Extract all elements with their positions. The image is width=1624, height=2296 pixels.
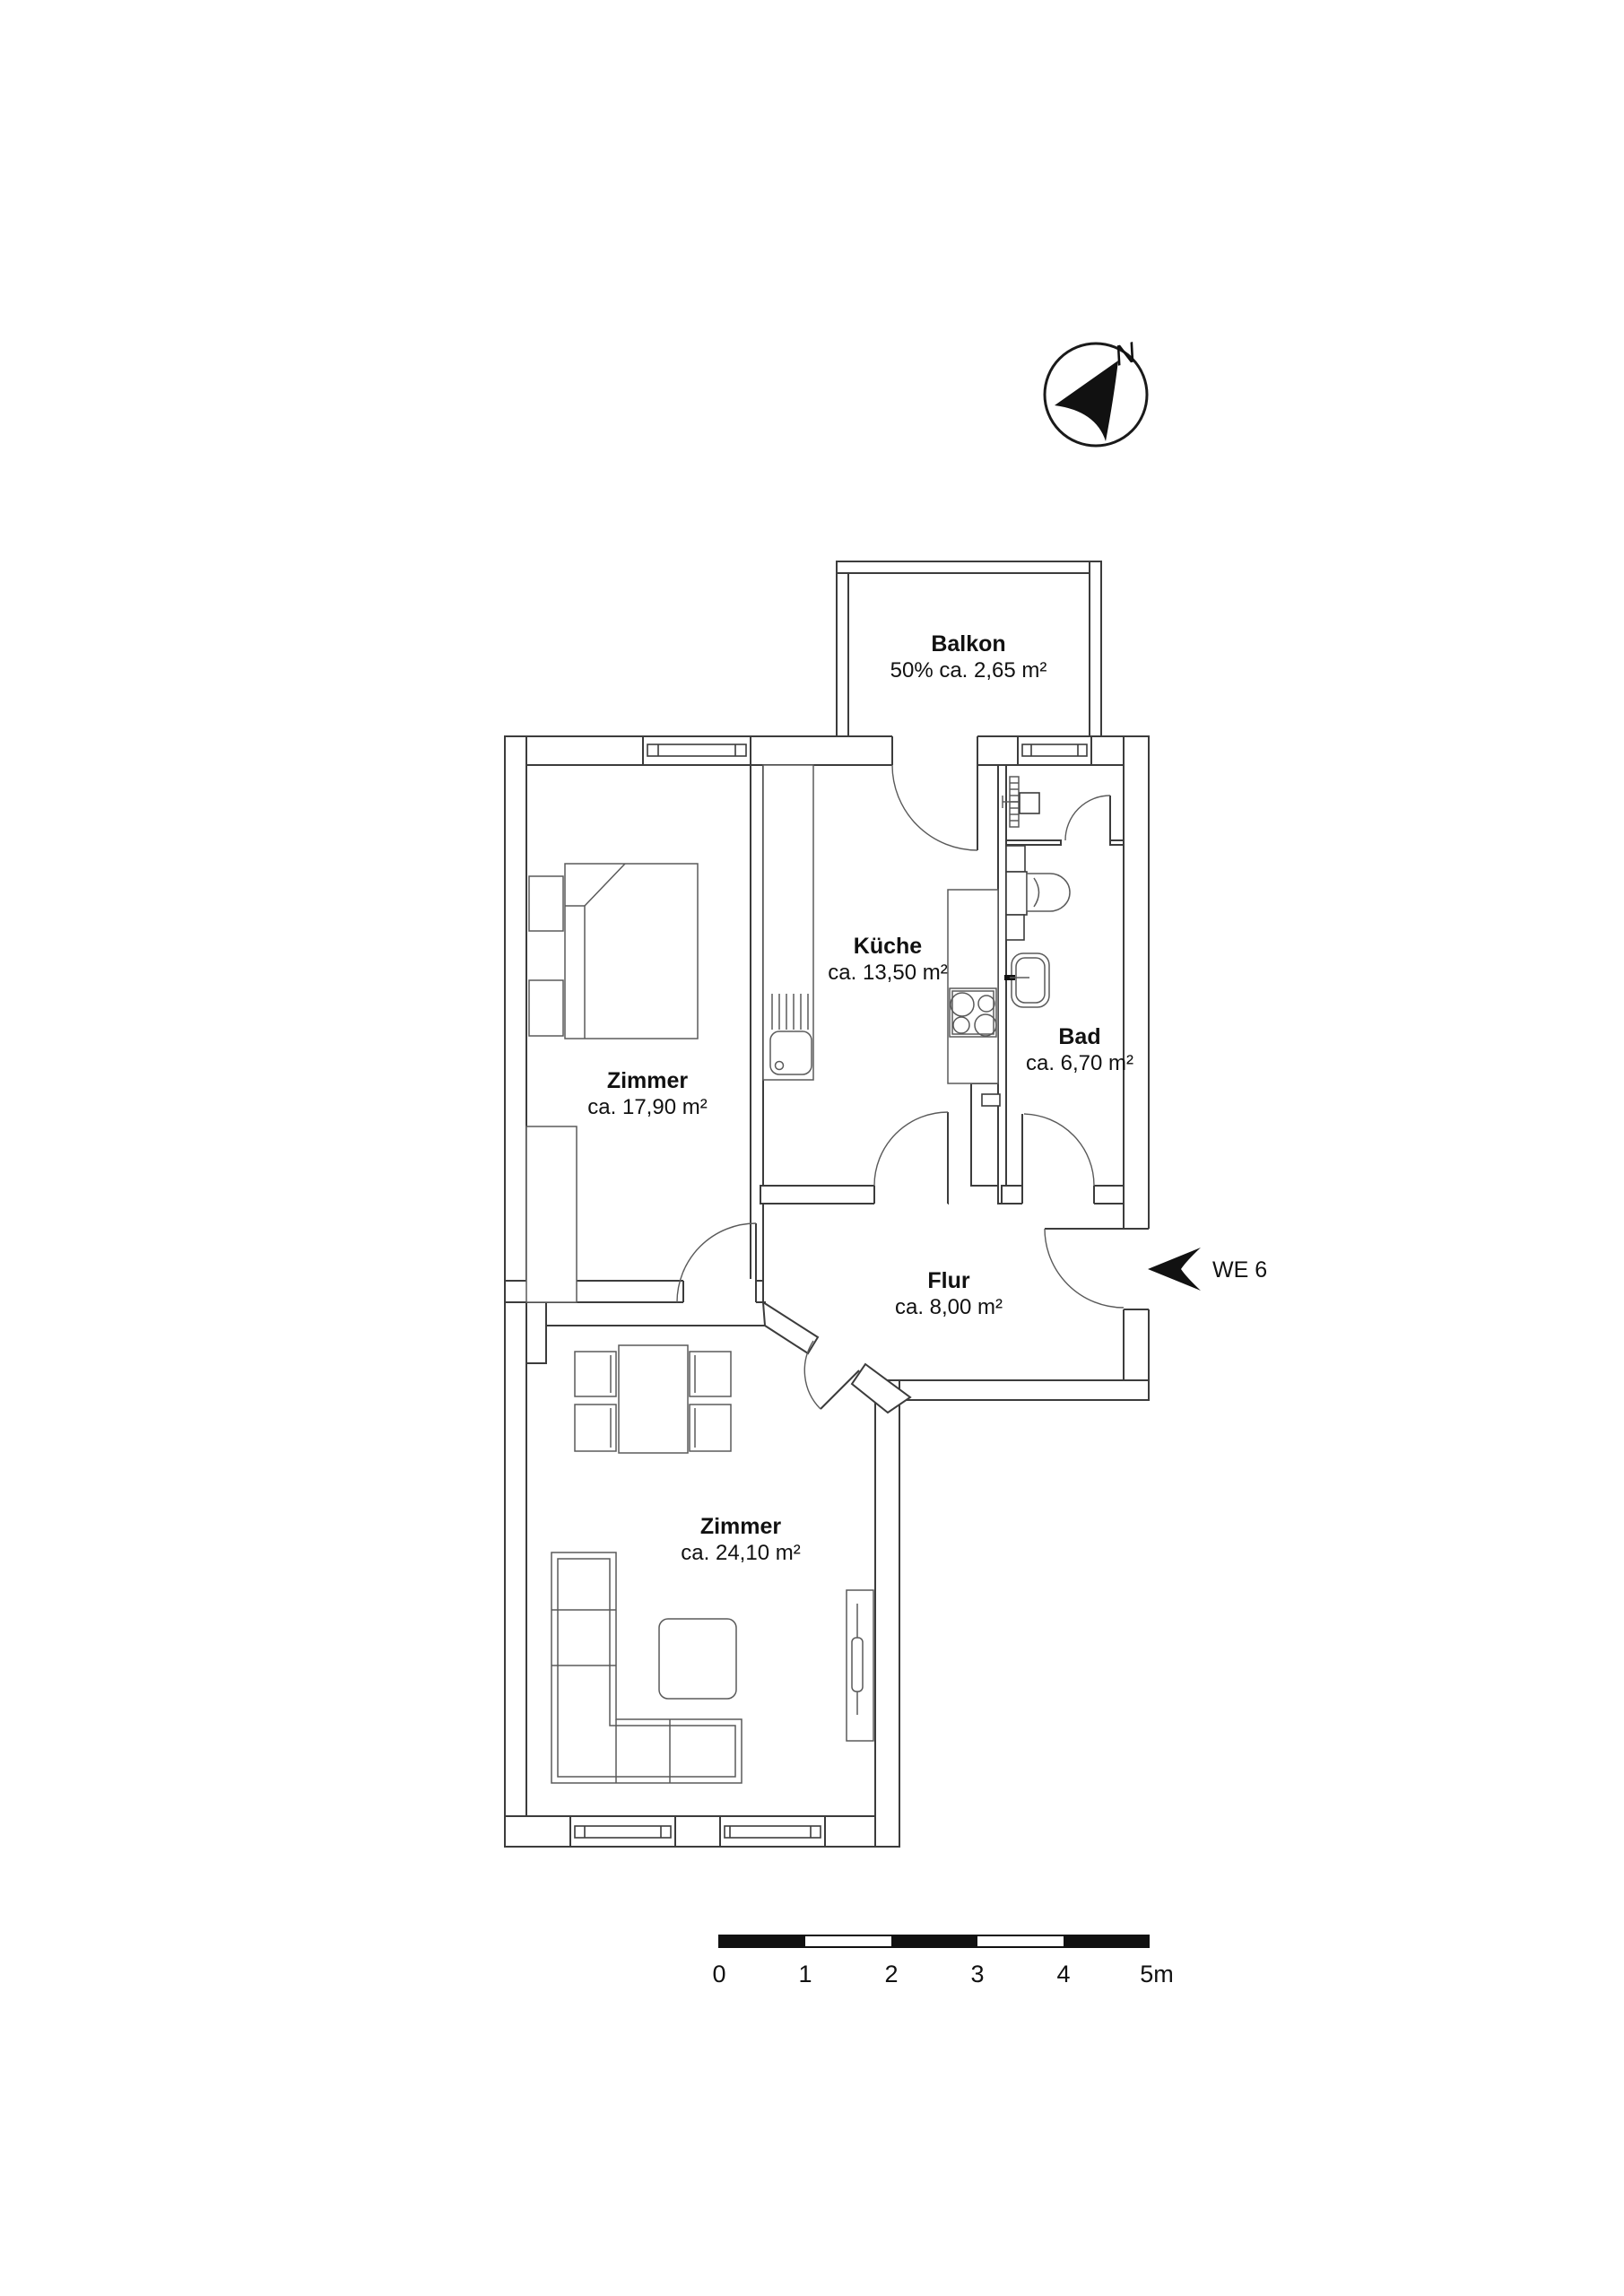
zimmer2-area: ca. 24,10 m² [681, 1541, 800, 1565]
zimmer1-area: ca. 17,90 m² [587, 1095, 707, 1119]
label-zimmer1: Zimmer ca. 17,90 m² [587, 1068, 707, 1119]
door-bad-partition [1064, 795, 1111, 845]
balkon-name: Balkon [931, 631, 1005, 657]
bathroom-radiator [1002, 776, 1040, 828]
door-entry [1044, 1228, 1151, 1310]
scale-tick-1: 1 [798, 1961, 812, 1987]
entry-label: WE 6 [1212, 1257, 1267, 1283]
kitchen-counter-east [947, 889, 999, 1084]
door-kueche [873, 1111, 949, 1205]
bad-name: Bad [1058, 1024, 1100, 1049]
scale-tick-2: 2 [884, 1961, 898, 1987]
tv [851, 1637, 864, 1692]
kueche-name: Küche [854, 934, 923, 959]
balcony-walls [836, 561, 1102, 738]
flur-area: ca. 8,00 m² [895, 1295, 1003, 1319]
window-zimmer2-left [569, 1815, 676, 1848]
zimmer2-name: Zimmer [700, 1514, 782, 1539]
bad-area: ca. 6,70 m² [1026, 1051, 1133, 1075]
dining-set [574, 1344, 732, 1454]
toilet [1005, 845, 1071, 941]
scale-tick-3: 3 [970, 1961, 984, 1987]
scale-tick-5: 5m [1140, 1961, 1174, 1987]
label-zimmer2: Zimmer ca. 24,10 m² [681, 1514, 800, 1565]
north-compass-icon: N [1043, 335, 1149, 448]
door-zimmer2-diagonal [803, 1340, 860, 1410]
zimmer1-name: Zimmer [607, 1068, 689, 1093]
label-kueche: Küche ca. 13,50 m² [828, 934, 947, 985]
entry-arrow-icon [1148, 1248, 1201, 1291]
washbasin [1004, 952, 1050, 1008]
label-bad: Bad ca. 6,70 m² [1026, 1024, 1133, 1075]
kitchen-sink [769, 1031, 812, 1075]
window-zimmer1 [642, 735, 751, 766]
nightstand-top [528, 875, 564, 932]
tv-board [846, 1589, 874, 1742]
window-bad [1017, 735, 1092, 766]
dining-table [618, 1344, 689, 1454]
balkon-area: 50% ca. 2,65 m² [890, 658, 1047, 683]
sofa [551, 1552, 743, 1784]
interior-walls [504, 764, 1125, 1414]
kitchen-counter-west [762, 764, 814, 1081]
door-bad [1021, 1113, 1095, 1205]
bed [564, 863, 699, 1039]
scale-tick-4: 4 [1056, 1961, 1070, 1987]
door-zimmer1 [676, 1222, 757, 1304]
entry-marker: WE 6 [1148, 1248, 1267, 1291]
door-balcony [891, 735, 978, 851]
label-flur: Flur ca. 8,00 m² [895, 1268, 1003, 1319]
flur-name: Flur [927, 1268, 969, 1293]
wardrobe [525, 1126, 578, 1303]
label-balkon: Balkon 50% ca. 2,65 m² [890, 631, 1047, 683]
scale-tick-0: 0 [712, 1961, 725, 1987]
window-zimmer2-right [719, 1815, 826, 1848]
kueche-area: ca. 13,50 m² [828, 961, 947, 985]
nightstand-bottom [528, 979, 564, 1037]
coffee-table [658, 1618, 737, 1700]
scale-bar: 0 1 2 3 4 5m [712, 1935, 1174, 1987]
